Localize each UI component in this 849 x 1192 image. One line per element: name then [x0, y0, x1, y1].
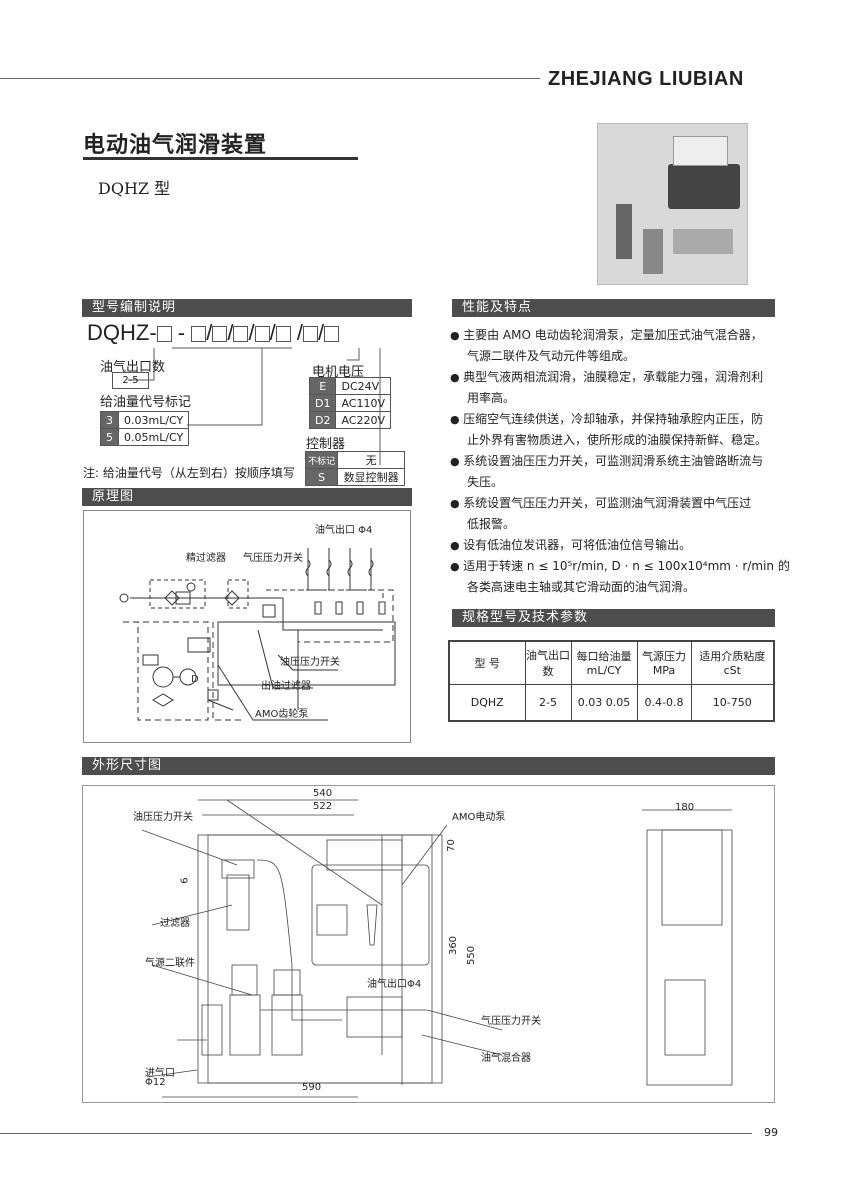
feature-line: 用率高。: [467, 388, 515, 409]
schematic-air-switch-label: 气压压力开关: [243, 553, 303, 564]
feature-line: 失压。: [467, 472, 503, 493]
schematic-pump-label: AMO齿轮泵: [255, 709, 309, 720]
page-number: 99: [764, 1126, 778, 1139]
dim-70: 70: [445, 839, 457, 852]
feature-line: ● 适用于转速 n ≤ 10⁵r/min, D · n ≤ 100x10⁴mm …: [450, 556, 790, 577]
dim-540: 540: [313, 788, 333, 799]
bullet-icon: ●: [450, 560, 464, 573]
feature-text: 失压。: [467, 475, 504, 489]
feature-text: 主要由 AMO 电动齿轮润滑泵，定量加压式油气混合器，: [463, 328, 763, 342]
bullet-icon: ●: [450, 497, 464, 510]
feature-line: ● 压缩空气连续供送，冷却轴承，并保持轴承腔内正压，防: [450, 409, 763, 430]
bullet-icon: ●: [450, 539, 464, 552]
section-dimensions: 外形尺寸图: [82, 757, 775, 775]
bullet-icon: ●: [450, 329, 464, 342]
dim-9: 9: [177, 877, 189, 884]
feature-line: ● 设有低油位发讯器，可将低油位信号输出。: [450, 535, 691, 556]
dimension-drawing: [141, 799, 733, 1098]
section-spec: 规格型号及技术参数: [452, 609, 775, 627]
feature-text: 典型气液两相流润滑，油膜稳定，承载能力强，润滑剂利: [463, 370, 764, 384]
model-code-pattern: DQHZ- - //// //: [87, 320, 340, 346]
feature-text: 各类高速电主轴或其它滑动面的油气润滑。: [467, 580, 696, 594]
schematic-fine-filter-label: 精过滤器: [186, 553, 226, 564]
bullet-icon: ●: [450, 455, 464, 468]
dim-outlet-label: 油气出口Φ4: [367, 979, 422, 990]
feature-line: 止外界有害物质进入，使所形成的油膜保持新鲜、稳定。: [467, 430, 767, 451]
schematic-oil-switch-label: 油压压力开关: [280, 657, 340, 668]
dim-550: 550: [466, 945, 478, 966]
feature-text: 设有低油位发讯器，可将低油位信号输出。: [463, 538, 692, 552]
page-title: 电动油气润滑装置: [83, 133, 268, 158]
feature-text: 适用于转速 n ≤ 10⁵r/min, D · n ≤ 100x10⁴mm · …: [463, 559, 790, 573]
section-schematic: 原理图: [82, 488, 412, 506]
feature-line: 气源二联件及气动元件等组成。: [467, 346, 635, 367]
bullet-icon: ●: [450, 413, 464, 426]
controller-label: 控制器: [306, 437, 346, 452]
feature-line: ● 典型气液两相流润滑，油膜稳定，承载能力强，润滑剂利: [450, 367, 763, 388]
dim-mixer-label: 油气混合器: [481, 1053, 531, 1064]
outlets-value: 2-5: [112, 372, 149, 389]
feature-line: ● 系统设置油压压力开关，可监测润滑系统主油管路断流与: [450, 451, 763, 472]
feature-line: ● 系统设置气压压力开关，可监测油气润滑装置中气压过: [450, 493, 751, 514]
dim-filter-label: 过滤器: [160, 918, 190, 929]
dim-inlet-size: Φ12: [145, 1077, 166, 1088]
section-features: 性能及特点: [452, 299, 775, 317]
dim-oil-switch-label: 油压压力开关: [133, 812, 193, 823]
motor-symbol-label: D: [191, 674, 199, 685]
subtitle: DQHZ 型: [98, 179, 171, 198]
dim-522: 522: [313, 801, 333, 812]
dim-air-switch-label: 气压压力开关: [481, 1016, 541, 1027]
feature-line: ● 主要由 AMO 电动齿轮润滑泵，定量加压式油气混合器，: [450, 325, 763, 346]
header-rule: [0, 78, 540, 79]
schematic-frame: [83, 510, 411, 743]
feature-text: 气源二联件及气动元件等组成。: [467, 349, 636, 363]
feature-line: 低报警。: [467, 514, 515, 535]
dim-180: 180: [675, 802, 695, 813]
bullet-icon: ●: [450, 371, 464, 384]
dim-590: 590: [302, 1082, 322, 1093]
feature-text: 止外界有害物质进入，使所形成的油膜保持新鲜、稳定。: [467, 433, 768, 447]
dim-pump-label: AMO电动泵: [452, 812, 506, 823]
model-code-note: 注: 给油量代号（从左到右）按顺序填写: [83, 466, 295, 480]
feature-text: 压缩空气连续供送，冷却轴承，并保持轴承腔内正压，防: [463, 412, 764, 426]
dim-inlet-label: 进气口: [145, 1068, 175, 1079]
dimension-frame: [82, 785, 775, 1103]
product-photo: [597, 123, 748, 285]
feature-text: 系统设置油压压力开关，可监测润滑系统主油管路断流与: [463, 454, 764, 468]
dim-air-unit-label: 气源二联件: [145, 958, 195, 969]
section-model-code: 型号编制说明: [82, 299, 412, 317]
feature-line: 各类高速电主轴或其它滑动面的油气润滑。: [467, 577, 695, 598]
title-underline: [83, 157, 358, 160]
footer-rule: [0, 1133, 752, 1134]
feature-text: 系统设置气压压力开关，可监测油气润滑装置中气压过: [463, 496, 752, 510]
outlets-label: 油气出口数: [100, 360, 166, 375]
feed-label: 给油量代号标记: [100, 395, 192, 410]
brand: ZHEJIANG LIUBIAN: [548, 68, 744, 90]
feature-text: 用率高。: [467, 391, 516, 405]
schematic-diagram: D: [119, 548, 396, 721]
voltage-label: 电机电压: [312, 365, 365, 380]
dim-360: 360: [448, 935, 460, 956]
schematic-outlet-label: 油气出口 Φ4: [315, 525, 373, 536]
schematic-out-filter-label: 出油过滤器: [261, 681, 311, 692]
feature-text: 低报警。: [467, 517, 516, 531]
